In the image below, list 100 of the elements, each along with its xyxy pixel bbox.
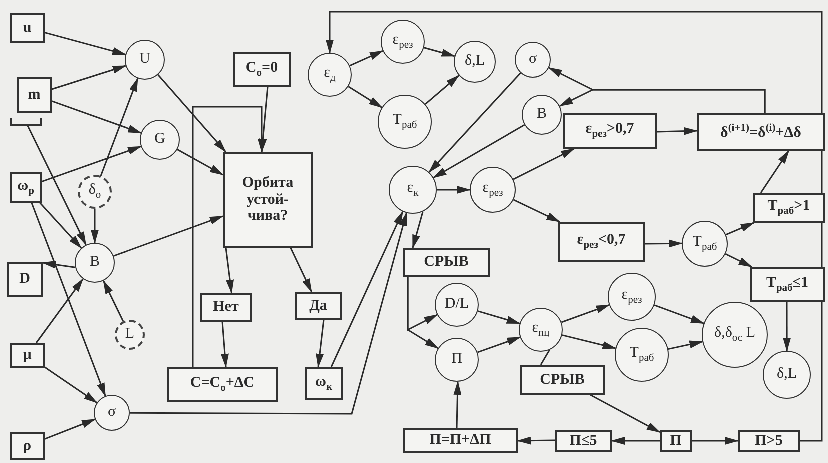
arrow — [100, 78, 139, 176]
arrow — [428, 72, 522, 174]
node-label: ρ — [23, 438, 32, 454]
process-box — [10, 13, 45, 43]
arrow — [783, 302, 792, 352]
process-box — [697, 113, 825, 151]
process-box — [403, 428, 518, 453]
node-label: Да — [310, 298, 328, 314]
circle-node — [682, 221, 728, 267]
arrow — [477, 336, 522, 354]
circle-node — [454, 41, 496, 83]
arrow — [350, 50, 384, 67]
process-box — [233, 52, 291, 87]
process-box — [10, 172, 42, 203]
arrow — [513, 199, 561, 223]
node-label: П≤5 — [570, 432, 598, 450]
arrow — [454, 381, 462, 428]
node-label: B — [90, 255, 100, 271]
node-label: σ — [528, 52, 538, 68]
circle-node — [308, 53, 352, 97]
node-label: ε$_{рез}$ — [482, 180, 504, 199]
node-label: ε$_{рез}$<0,7 — [577, 232, 626, 252]
circle-node — [389, 166, 437, 214]
process-box — [305, 367, 343, 400]
process-box — [200, 293, 252, 322]
node-label: T$_{раб}$ — [630, 346, 654, 364]
node-label: u — [23, 20, 32, 36]
process-box — [660, 430, 692, 452]
arrow — [44, 418, 96, 440]
arrow — [42, 260, 76, 269]
arrow — [91, 209, 99, 244]
arrow — [221, 322, 229, 368]
circle-node — [378, 95, 432, 149]
circle-node — [140, 120, 180, 160]
node-label: Орбита устой- чива? — [241, 175, 295, 225]
process-box — [223, 152, 313, 248]
arrow — [44, 366, 98, 404]
process-box — [167, 367, 278, 402]
arrow — [725, 253, 753, 268]
arrow — [562, 334, 617, 350]
process-box — [520, 365, 605, 395]
node-label: δ,L — [777, 367, 797, 383]
node-label: ε$_{д}$ — [324, 66, 336, 84]
arrow — [103, 280, 124, 322]
node-label: ω$_{p}$ — [18, 178, 34, 198]
arrow — [40, 202, 82, 249]
process-box — [555, 430, 612, 452]
arrow — [31, 202, 106, 398]
process-box — [558, 222, 645, 262]
process-box — [753, 193, 825, 223]
process-box — [10, 343, 45, 368]
node-label: δ,L — [465, 54, 485, 70]
circle-node — [125, 40, 165, 80]
node-label: D — [20, 271, 30, 288]
arrow — [611, 437, 660, 445]
circle-node — [75, 243, 115, 283]
node-label: Нет — [213, 299, 239, 316]
node-label: σ — [108, 405, 116, 421]
circle-node — [470, 167, 516, 213]
arrow — [326, 11, 823, 442]
node-label: ω$_{к}$ — [315, 374, 333, 394]
circle-node — [763, 351, 811, 399]
arrow — [225, 248, 234, 294]
bracket-shape — [10, 118, 42, 126]
node-label: П — [670, 432, 682, 450]
node-label: δ$^{(i+1)}$=δ$^{(i)}$+Δδ — [720, 122, 802, 142]
circle-node — [608, 273, 656, 321]
arrow — [645, 240, 683, 248]
dashed-circle-node — [115, 320, 145, 350]
circle-node — [702, 302, 768, 368]
process-box — [403, 248, 490, 277]
arrow — [114, 216, 224, 257]
arrow — [559, 89, 766, 113]
arrow — [290, 248, 312, 293]
node-label: δ$_{o}$ — [88, 182, 102, 201]
node-label: B — [536, 107, 547, 123]
node-label: ε$_{рез}$>0,7 — [586, 121, 634, 141]
node-label: L — [125, 327, 135, 343]
circle-node — [381, 20, 425, 64]
arrow — [192, 106, 266, 367]
arrow — [437, 186, 471, 194]
process-box — [563, 113, 657, 149]
arrow — [668, 340, 704, 350]
arrow — [158, 74, 226, 153]
arrow — [561, 304, 610, 324]
circle-node — [519, 308, 563, 352]
node-label: П — [452, 352, 462, 368]
arrow — [316, 320, 325, 368]
node-label: C$_{o}$=0 — [246, 60, 278, 80]
arrow — [44, 32, 127, 56]
arrow — [52, 65, 127, 90]
node-label: СРЫВ — [540, 372, 585, 388]
node-label: T$_{раб}$ — [392, 112, 418, 131]
process-box — [738, 430, 800, 452]
arrow — [513, 148, 576, 180]
node-label: C=C$_{o}$+ΔC — [190, 374, 255, 394]
arrow — [348, 86, 383, 108]
arrow — [656, 127, 698, 136]
arrow — [130, 212, 408, 415]
arrow — [517, 436, 556, 445]
